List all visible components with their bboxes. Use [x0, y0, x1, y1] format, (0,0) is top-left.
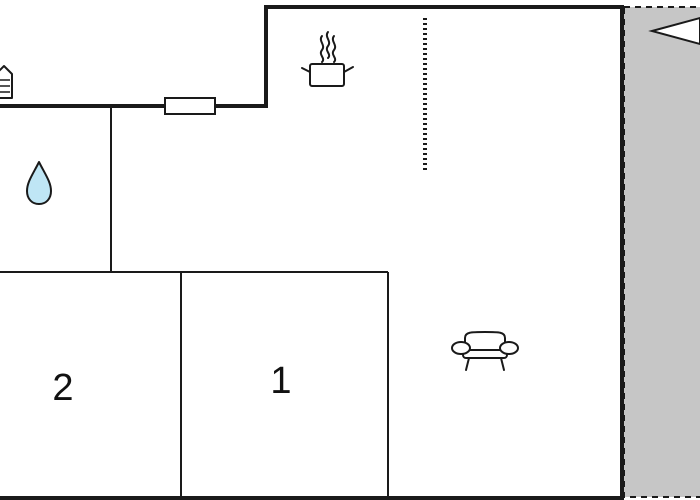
- arrow-left-icon: [648, 16, 700, 46]
- water-drop-icon: [26, 161, 52, 205]
- window: [164, 97, 216, 115]
- room-1-label: 1: [270, 360, 291, 402]
- house-stove-icon: [0, 65, 13, 99]
- room-2-label: 2: [52, 367, 73, 409]
- terrace-area: [623, 6, 700, 498]
- sofa-icon: [451, 331, 519, 371]
- outer-wall: [0, 5, 624, 500]
- cooking-pot-icon: [301, 31, 354, 87]
